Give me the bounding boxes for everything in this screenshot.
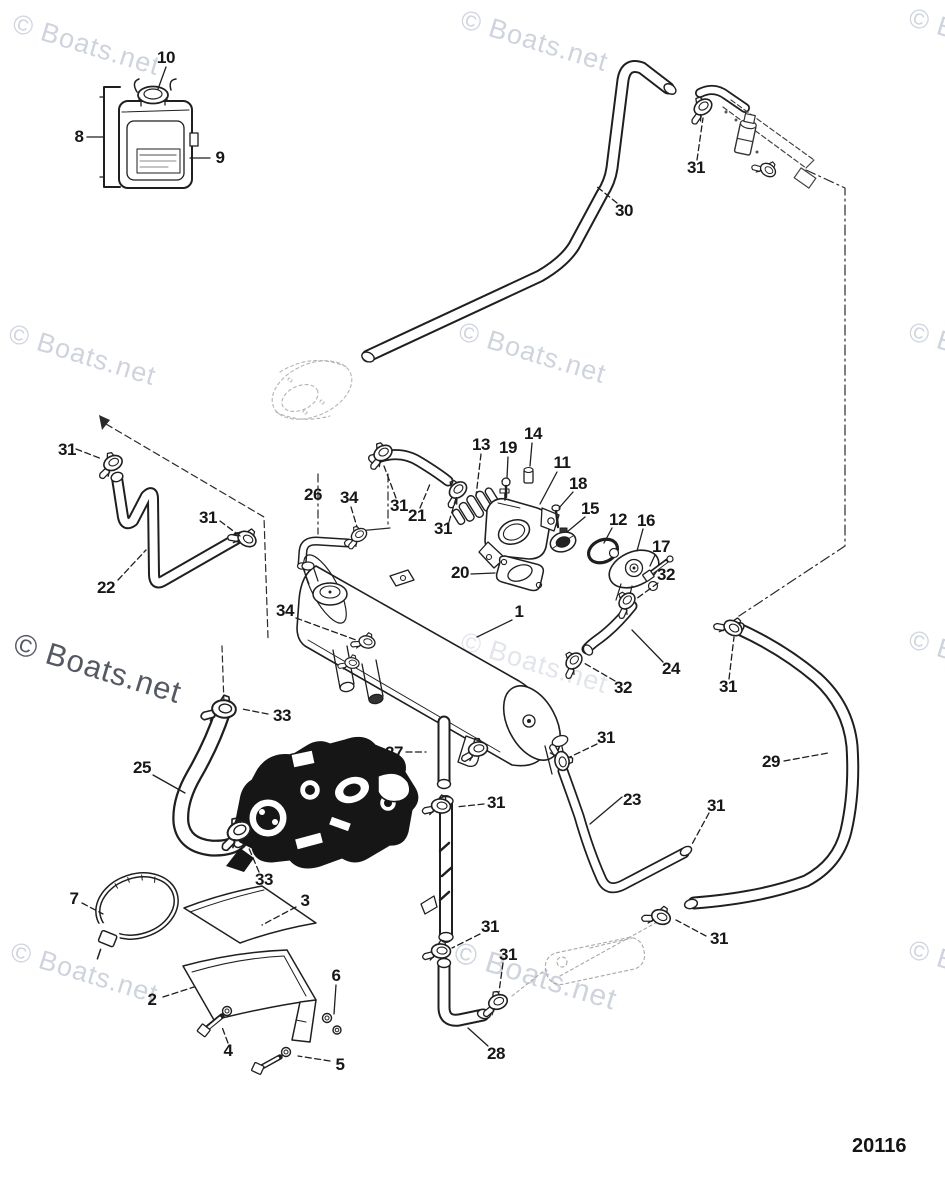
thermostat-15 (549, 527, 577, 553)
callout-6: 6 (331, 966, 341, 985)
water-pump (226, 736, 419, 872)
callout-25: 25 (133, 758, 151, 777)
plug-14 (523, 466, 534, 484)
callout-31: 31 (707, 796, 725, 815)
bracket-2 (182, 949, 317, 1043)
bracket-3 (183, 885, 317, 944)
hose-27 (436, 715, 452, 790)
tank-bracket (99, 86, 121, 188)
callout-31: 31 (487, 793, 505, 812)
callout-31: 31 (719, 677, 737, 696)
bolt-17 (642, 555, 674, 582)
gasket-20 (495, 555, 545, 592)
callout-33: 33 (273, 706, 291, 725)
hose-23 (557, 765, 693, 894)
fitting-ghost (511, 915, 669, 997)
diagram-number: 20116 (852, 1135, 907, 1157)
callout-31: 31 (710, 929, 728, 948)
callout-31: 31 (58, 440, 76, 459)
callout-9: 9 (215, 148, 225, 167)
callout-21: 21 (408, 506, 426, 525)
callout-33: 33 (255, 870, 273, 889)
reservoir-tank (118, 100, 199, 189)
callout-4: 4 (223, 1041, 233, 1060)
callout-16: 16 (637, 511, 655, 530)
callout-29: 29 (762, 752, 780, 771)
callout-28: 28 (487, 1044, 505, 1063)
callout-19: 19 (499, 438, 517, 457)
callout-34: 34 (340, 488, 358, 507)
callout-20: 20 (451, 563, 469, 582)
callout-2: 2 (147, 990, 157, 1009)
bolt-4 (196, 1005, 233, 1038)
callout-31: 31 (597, 728, 615, 747)
bolt-19 (501, 477, 511, 499)
hose-fitting-13 (451, 487, 499, 526)
callout-17: 17 (652, 537, 670, 556)
callout-26: 26 (304, 485, 322, 504)
callout-32: 32 (614, 678, 632, 697)
callout-15: 15 (581, 499, 599, 518)
callout-31: 31 (481, 917, 499, 936)
callout-13: 13 (472, 435, 490, 454)
callout-14: 14 (524, 424, 542, 443)
callout-18: 18 (569, 474, 587, 493)
callout-12: 12 (609, 510, 627, 529)
washers-6 (321, 1012, 342, 1035)
o-ring-12 (586, 537, 620, 565)
bolt-18 (551, 504, 561, 529)
callout-5: 5 (335, 1055, 345, 1074)
callout-31: 31 (434, 519, 452, 538)
callout-34: 34 (276, 601, 294, 620)
callout-11: 11 (553, 453, 571, 472)
callout-7: 7 (69, 889, 79, 908)
callout-1: 1 (514, 602, 524, 621)
leader-lines (75, 66, 829, 1062)
callout-30: 30 (615, 201, 633, 220)
engine-ghost (271, 360, 353, 420)
hose-30 (361, 60, 677, 363)
clamp-band-7 (92, 872, 179, 960)
callout-8: 8 (74, 127, 84, 146)
callout-31: 31 (199, 508, 217, 527)
callout-22: 22 (97, 578, 115, 597)
callout-23: 23 (623, 790, 641, 809)
callout-24: 24 (662, 659, 680, 678)
fuel-rail-ghost (695, 85, 817, 189)
callout-31: 31 (499, 945, 517, 964)
callout-32: 32 (657, 565, 675, 584)
callout-10: 10 (157, 48, 175, 67)
pressure-cap (133, 78, 177, 107)
callout-31: 31 (390, 496, 408, 515)
callout-3: 3 (300, 891, 310, 910)
callout-27: 27 (385, 743, 403, 762)
callout-31: 31 (687, 158, 705, 177)
bolt-5 (251, 1046, 292, 1075)
